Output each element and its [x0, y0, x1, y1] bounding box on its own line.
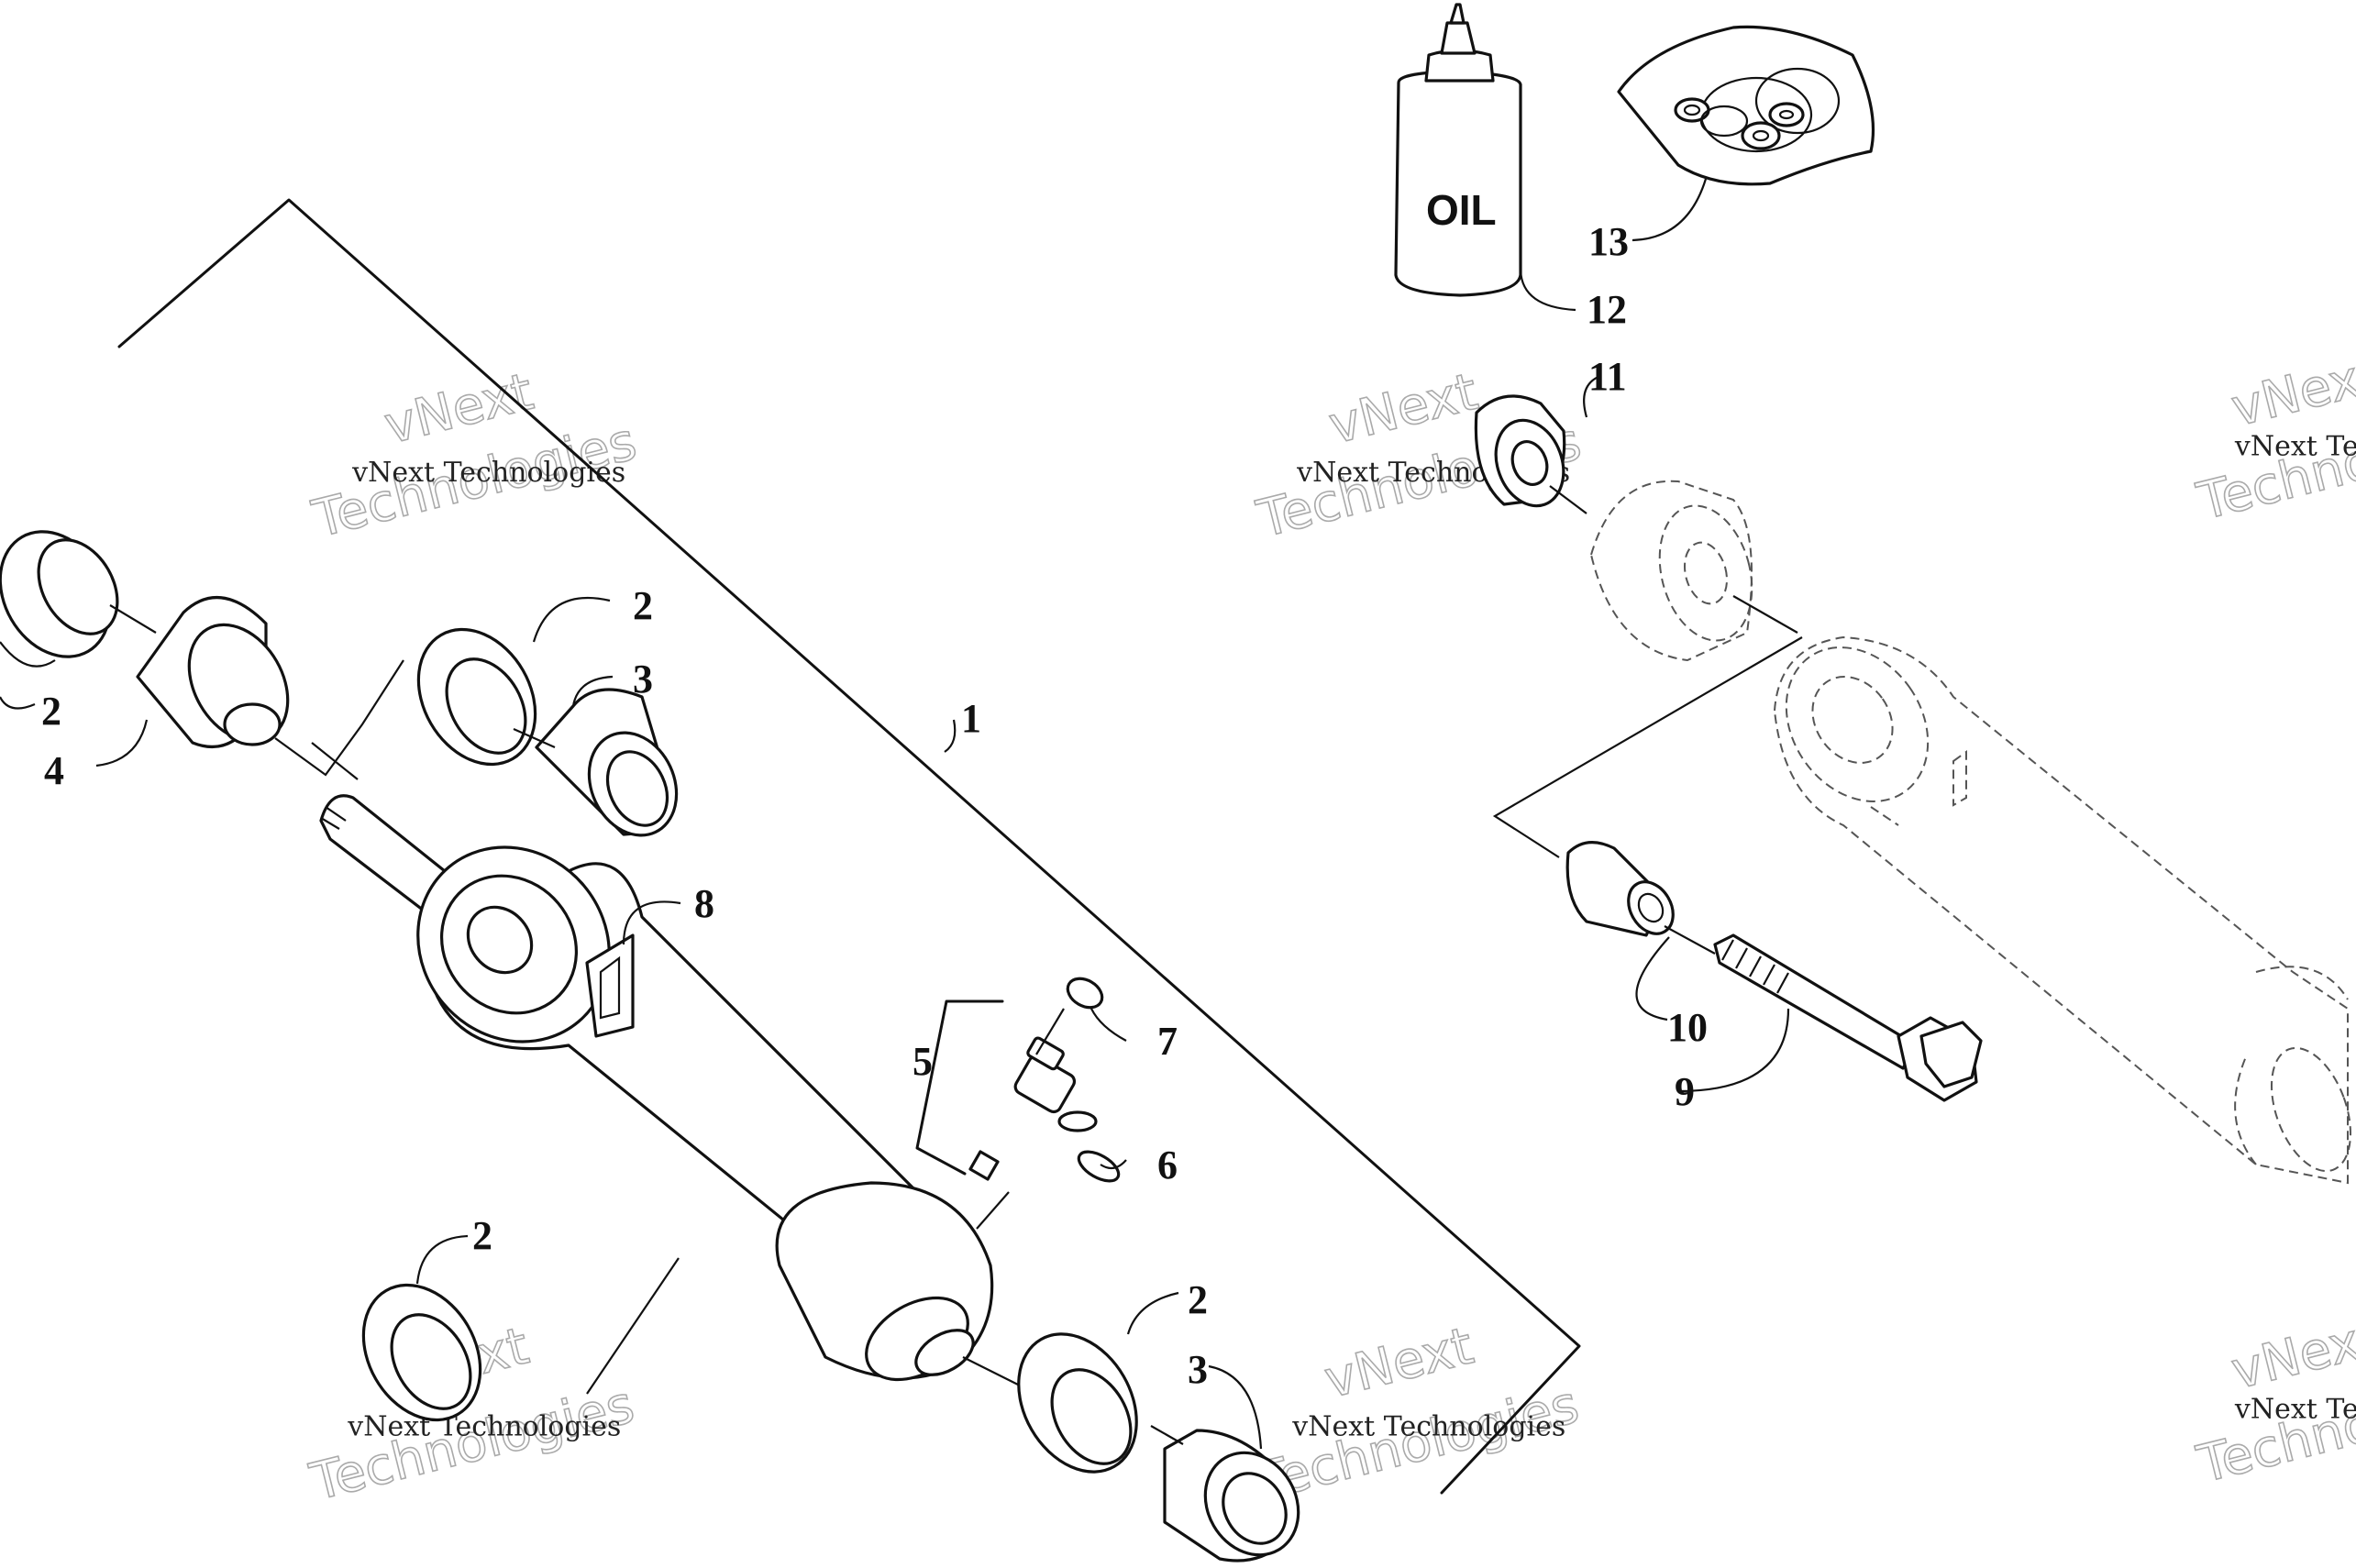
svg-text:vNext Technologies: vNext Technologies [347, 1411, 621, 1443]
svg-text:vNext Technologies: vNext Technologies [2234, 430, 2356, 462]
svg-text:vNext: vNext [1319, 1316, 1478, 1410]
svg-text:OIL: OIL [1426, 186, 1497, 234]
bushing-2-bottom-left [361, 1283, 482, 1422]
spacer-3-bottom [1163, 1429, 1300, 1562]
bushing-2-middle [416, 627, 537, 767]
callout-13: 13 [1588, 219, 1629, 264]
bushing-2-bottom-right [1017, 1332, 1138, 1474]
ghost-shock-assembly [1589, 480, 2351, 1185]
callout-2-bottom-left: 2 [472, 1213, 492, 1258]
callout-11: 11 [1588, 354, 1627, 399]
spacer-10 [1565, 841, 1675, 937]
watermark-edge-bottom: vNext Technologies vNext Technologies [2191, 1307, 2356, 1496]
callout-6: 6 [1157, 1143, 1178, 1187]
svg-text:vNext Technologies: vNext Technologies [2234, 1393, 2356, 1425]
watermark-edge-top: vNext Technologies vNext Technologies [2191, 344, 2356, 533]
callout-2-left: 2 [41, 689, 61, 734]
leader-lines-right [1492, 178, 1803, 1093]
callout-10: 10 [1667, 1005, 1708, 1050]
callout-2-bottom-right: 2 [1188, 1277, 1208, 1322]
spacer-3-middle [535, 688, 679, 837]
shock-absorber-8 [319, 794, 994, 1382]
watermark-top-left: vNext Technologies vNext Technologies [306, 361, 643, 550]
callout-12: 12 [1587, 287, 1627, 332]
callout-3-bottom: 3 [1188, 1347, 1208, 1392]
assembly-bracket [117, 198, 1581, 1495]
svg-text:vNext Technologies: vNext Technologies [351, 457, 625, 489]
seal-kit-13 [1617, 25, 1875, 186]
bearing-11 [1474, 394, 1566, 508]
callout-7: 7 [1157, 1019, 1178, 1064]
callout-1: 1 [961, 696, 981, 741]
callout-3-middle: 3 [633, 657, 653, 701]
callout-5: 5 [913, 1039, 933, 1084]
svg-text:vNext: vNext [2226, 345, 2356, 439]
valve-assembly-5 [915, 977, 1121, 1230]
leader-lines-left [0, 596, 1263, 1450]
callout-8: 8 [694, 881, 714, 926]
svg-text:vNext: vNext [2226, 1308, 2356, 1402]
callout-4: 4 [44, 748, 64, 793]
svg-text:vNext Technologies: vNext Technologies [1291, 1411, 1565, 1443]
callout-9: 9 [1675, 1069, 1695, 1114]
bushing-2-top-left [0, 530, 119, 668]
oil-bottle-12: OIL [1394, 3, 1522, 297]
callout-2-top-right: 2 [633, 583, 653, 628]
collar-4 [136, 596, 290, 748]
bolt-9 [1713, 933, 1983, 1102]
